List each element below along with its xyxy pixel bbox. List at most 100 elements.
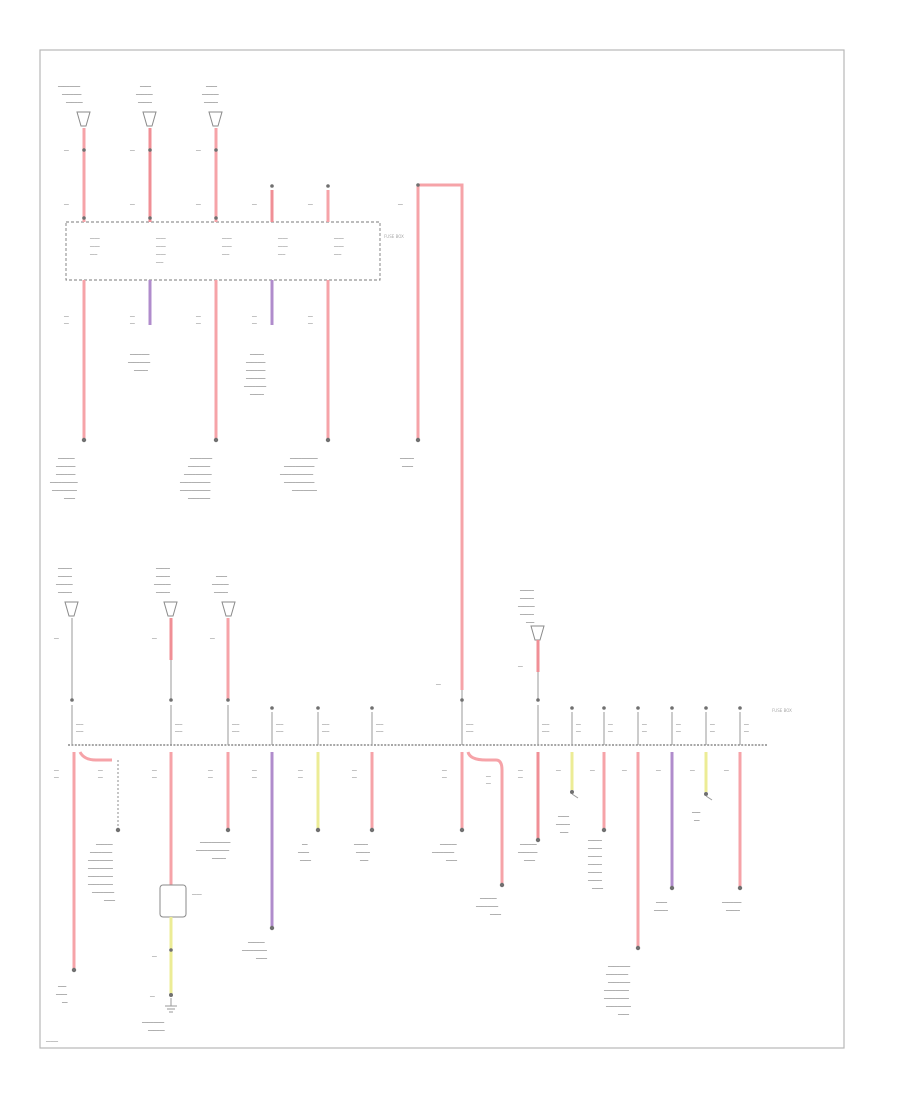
svg-text:━━━━: ━━━━	[139, 85, 151, 90]
svg-text:━━: ━━	[151, 954, 157, 959]
svg-text:━━: ━━	[709, 722, 715, 727]
svg-text:━━━━━: ━━━━━	[203, 101, 218, 106]
svg-text:━━━━━: ━━━━━	[587, 855, 602, 860]
svg-text:━━━: ━━━	[174, 729, 183, 734]
svg-text:━━━: ━━━	[321, 722, 330, 727]
top-splices	[81, 148, 421, 443]
svg-text:━━━━━━━━━: ━━━━━━━━━	[87, 859, 113, 864]
svg-text:━━━━━: ━━━━━	[211, 857, 226, 862]
svg-text:━━: ━━	[589, 768, 595, 773]
svg-text:━━: ━━	[151, 775, 157, 780]
svg-text:━━━: ━━━	[174, 722, 183, 727]
svg-text:━━━: ━━━	[375, 729, 384, 734]
svg-text:━━━━━━━━: ━━━━━━━━	[141, 1021, 164, 1026]
svg-text:━━: ━━	[53, 636, 59, 641]
ground-icon	[570, 790, 579, 799]
svg-text:━━━━━: ━━━━━	[137, 101, 152, 106]
svg-text:━━━━━: ━━━━━	[519, 613, 534, 618]
svg-text:━━━: ━━━	[465, 729, 474, 734]
svg-text:━━━━━━━: ━━━━━━━	[55, 465, 76, 470]
svg-text:━━━━━: ━━━━━	[587, 871, 602, 876]
svg-text:━━: ━━	[129, 321, 135, 326]
svg-text:━━━━: ━━━━	[557, 815, 569, 820]
svg-text:━━━━: ━━━━	[297, 851, 309, 856]
svg-text:━━━: ━━━	[75, 729, 84, 734]
bottom-splices	[71, 827, 743, 973]
svg-text:━━━: ━━━	[333, 252, 342, 257]
svg-text:━━━━━━━━━━━━: ━━━━━━━━━━━━	[279, 473, 313, 478]
svg-text:━━: ━━	[297, 775, 303, 780]
svg-text:━━: ━━	[517, 664, 523, 669]
svg-text:━━: ━━	[641, 729, 647, 734]
ground-icon	[704, 792, 713, 801]
svg-text:━━━━━━━━: ━━━━━━━━	[127, 361, 150, 366]
svg-text:━━: ━━	[251, 768, 257, 773]
source-group-top: ━━━━━━━━ ━━━━━━━ ━━━━━━ ━━━━ ━━━━━━ ━━━━…	[57, 85, 223, 127]
svg-text:━━: ━━	[607, 722, 613, 727]
svg-text:━━━━━━━: ━━━━━━━	[61, 93, 82, 98]
svg-text:━━: ━━	[307, 321, 313, 326]
svg-text:━━━━━━━━: ━━━━━━━━	[187, 497, 210, 502]
svg-text:━━━: ━━━	[321, 729, 330, 734]
svg-text:━━: ━━	[207, 775, 213, 780]
svg-text:━━: ━━	[251, 314, 257, 319]
svg-text:━━━━━━━: ━━━━━━━	[245, 377, 266, 382]
svg-text:━━: ━━	[61, 1001, 68, 1006]
svg-text:━━━━: ━━━━	[591, 887, 603, 892]
svg-text:━━: ━━	[517, 775, 523, 780]
svg-text:━━━━━: ━━━━━	[587, 863, 602, 868]
bottom-fuse-stubs	[70, 698, 742, 745]
svg-text:━━━: ━━━	[541, 722, 550, 727]
svg-text:━━━━: ━━━━	[103, 899, 115, 904]
relay-icon: ━━━━	[159, 884, 202, 918]
bottom-fuse-box-label: FUSE BOX	[772, 708, 792, 713]
svg-text:━━━━━━━━: ━━━━━━━━	[475, 905, 498, 910]
svg-text:━━━━━: ━━━━━	[249, 393, 264, 398]
svg-text:━━━━: ━━━━	[63, 497, 75, 502]
svg-text:━━━━━━━: ━━━━━━━	[55, 473, 76, 478]
svg-text:━━━━: ━━━━	[617, 1013, 629, 1018]
svg-text:━━━━━━: ━━━━━━	[55, 583, 73, 588]
svg-text:━━━━━━━━━: ━━━━━━━━━	[603, 997, 629, 1002]
svg-text:━━━: ━━━	[221, 252, 230, 257]
svg-text:━━━━━: ━━━━━	[155, 567, 170, 572]
svg-text:━━: ━━	[97, 768, 103, 773]
diagram-id: ━━━━━	[45, 1039, 59, 1044]
svg-text:━━━━━: ━━━━━	[155, 575, 170, 580]
svg-text:━━━━━━━━━: ━━━━━━━━━	[87, 883, 113, 888]
svg-text:━━: ━━	[207, 768, 213, 773]
svg-text:━━: ━━	[351, 768, 357, 773]
top-wire-codes: ━━━━ ━━━━ ━━━━ ━━━━ ━━ ━━━━ ━━━━ ━━━━ ━━…	[63, 148, 403, 326]
svg-text:━━━━━━━━: ━━━━━━━━	[607, 981, 630, 986]
svg-text:━━━━: ━━━━	[299, 859, 311, 864]
svg-text:━━: ━━	[195, 314, 201, 319]
source-group-bottom: ━━━━━━━━━━ ━━━━━━━━━━━ ━━━━━━━━━━ ━━━━━━…	[55, 567, 545, 641]
svg-text:━━: ━━	[129, 202, 135, 207]
svg-text:━━━━━━━━: ━━━━━━━━	[607, 965, 630, 970]
svg-text:━━━━━━: ━━━━━━	[95, 843, 113, 848]
svg-text:━━: ━━	[251, 775, 257, 780]
svg-text:━━━━━━━━: ━━━━━━━━	[431, 851, 454, 856]
svg-text:━━: ━━	[149, 994, 155, 999]
diagram-frame	[39, 49, 845, 1049]
svg-text:━━━━: ━━━━	[89, 244, 100, 249]
svg-text:━━━━: ━━━━	[277, 244, 288, 249]
svg-text:━━━━: ━━━━	[205, 85, 217, 90]
svg-text:━━: ━━	[195, 202, 201, 207]
source-connector-icon: ━━━━━━━━━━ ━━━━━━━━━━━ ━━━	[517, 589, 545, 641]
svg-text:━━: ━━	[621, 768, 627, 773]
svg-text:━━━: ━━━	[75, 722, 84, 727]
svg-text:━━: ━━	[97, 775, 103, 780]
svg-text:━━━━━━━━━: ━━━━━━━━━	[291, 489, 317, 494]
svg-text:━━━: ━━━	[155, 260, 164, 265]
svg-text:━━: ━━	[743, 729, 749, 734]
svg-text:━━━: ━━━	[375, 722, 384, 727]
svg-text:━━: ━━	[151, 636, 157, 641]
svg-text:━━━━━: ━━━━━	[555, 823, 570, 828]
svg-text:━━━: ━━━	[231, 729, 240, 734]
svg-text:━━━: ━━━	[541, 729, 550, 734]
svg-text:━━: ━━	[297, 768, 303, 773]
bottom-feed-wires	[71, 618, 540, 705]
svg-text:━━━━━━━: ━━━━━━━	[245, 361, 266, 366]
